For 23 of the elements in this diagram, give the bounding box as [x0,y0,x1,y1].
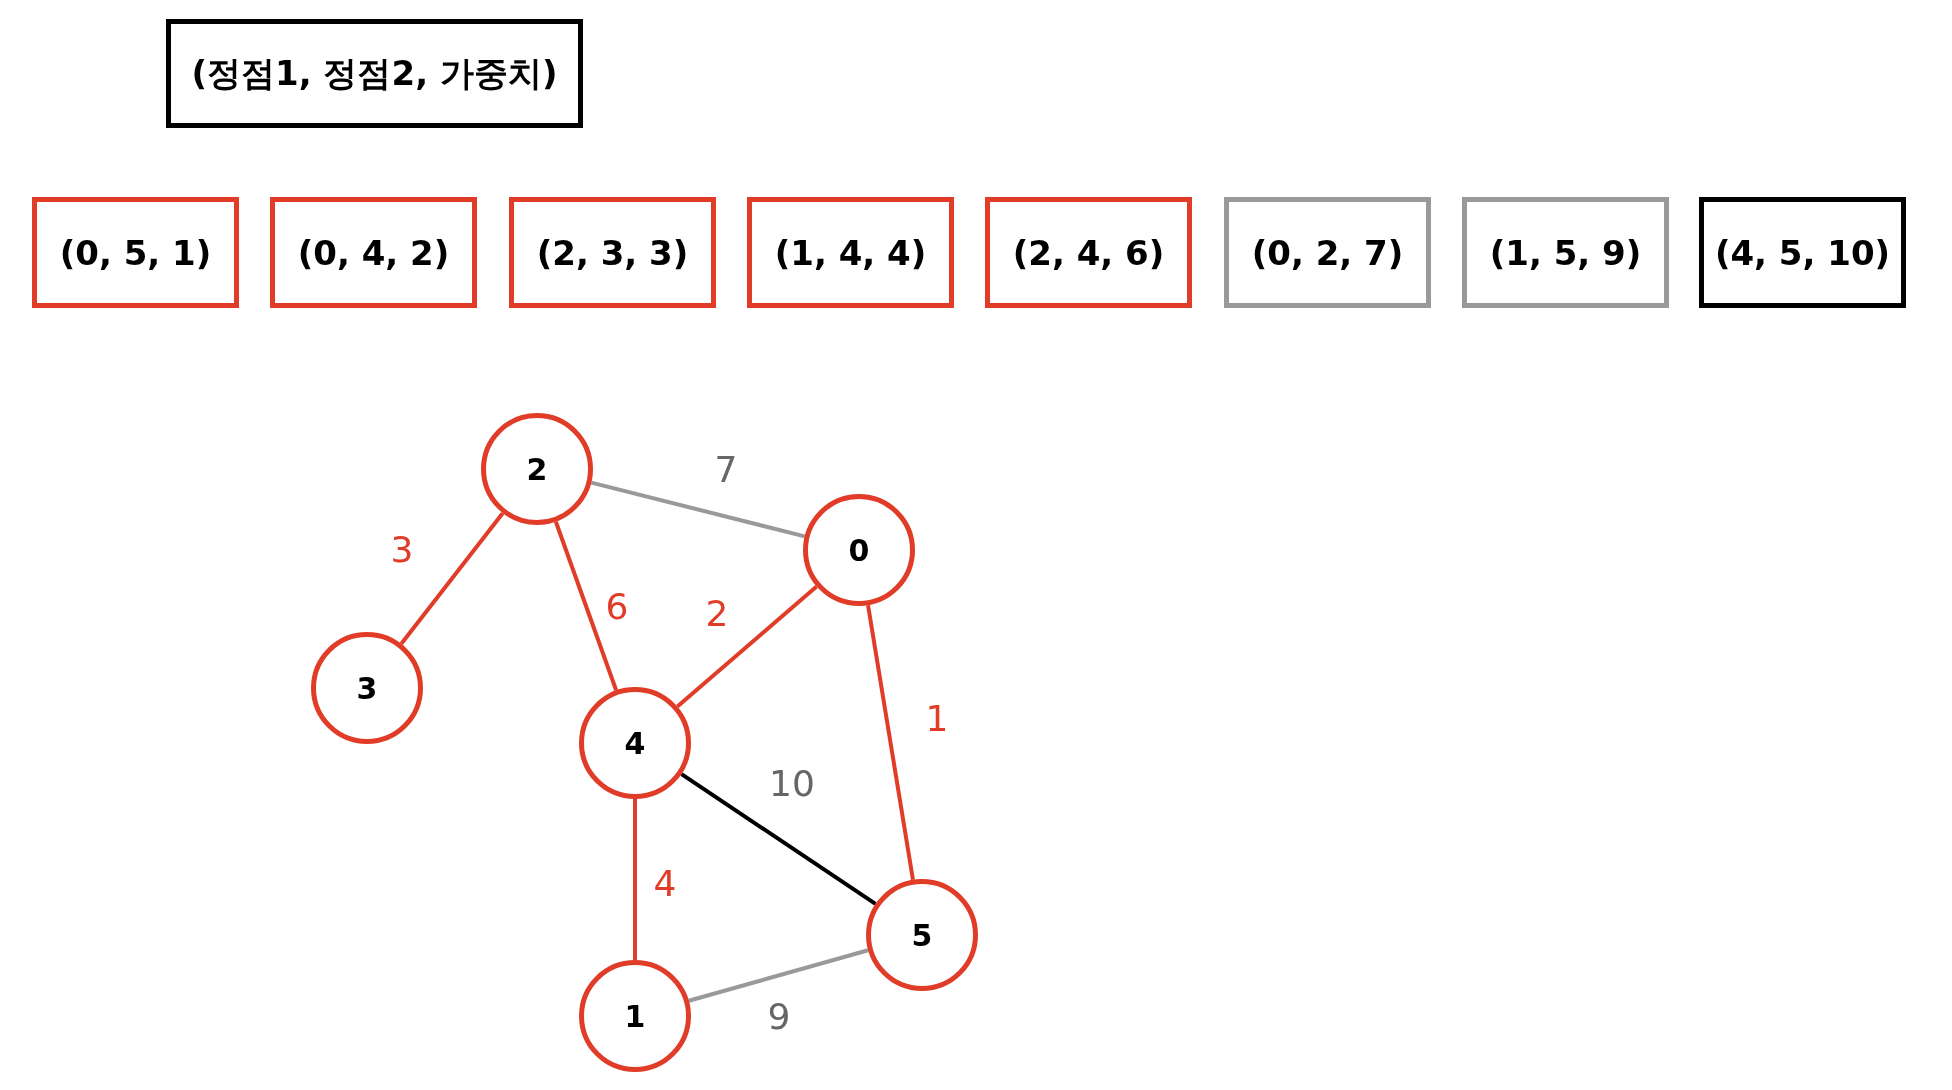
edge-box: (1, 5, 9) [1462,197,1669,308]
edge-line [866,604,915,881]
edge-line [633,799,637,960]
edge-box: (0, 2, 7) [1224,197,1431,308]
vertex-circle: 0 [803,494,915,606]
edge-box: (0, 5, 1) [32,197,239,308]
edge-line [676,585,818,708]
vertex-circle: 1 [579,960,691,1072]
edge-line [399,512,505,645]
edge-box: (0, 4, 2) [270,197,477,308]
edge-line [680,772,877,906]
vertex-circle: 4 [579,687,691,799]
edge-box: (2, 4, 6) [985,197,1192,308]
vertex-circle: 5 [866,879,978,991]
edge-box: (2, 3, 3) [509,197,716,308]
edge-box: (1, 4, 4) [747,197,954,308]
vertex-circle: 2 [481,413,593,525]
edge-box: (4, 5, 10) [1699,197,1906,308]
header-box: (정점1, 정점2, 가중치) [166,19,583,128]
edge-line [688,948,869,1003]
vertex-circle: 3 [311,632,423,744]
edge-line [553,521,619,691]
edge-line [590,480,806,539]
